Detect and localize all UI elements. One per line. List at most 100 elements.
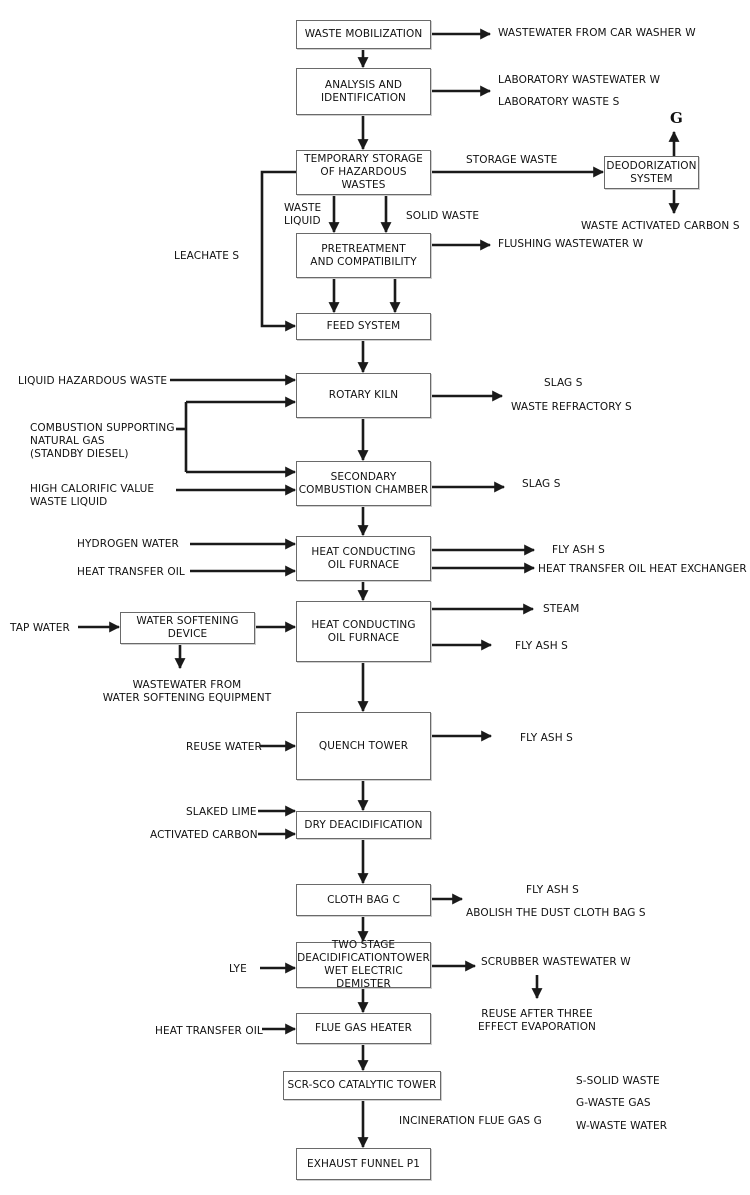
reuse-water-label-line: REUSE WATER <box>186 741 262 753</box>
g-top-label: G <box>670 111 683 126</box>
water-softening-line: WATER SOFTENING <box>136 615 239 627</box>
quench-tower-line: QUENCH TOWER <box>318 739 409 752</box>
car-washer-label: WASTEWATER FROM CAR WASHER W <box>498 27 696 40</box>
scr-sco-line: SCR-SCO CATALYTIC TOWER <box>287 1079 437 1091</box>
secondary-combustion-line: COMBUSTION CHAMBER <box>298 483 429 496</box>
fly-ash-3-label-line: FLY ASH S <box>520 732 573 744</box>
exhaust-funnel-line: EXHAUST FUNNEL P1 <box>307 1157 420 1170</box>
temp-storage-line: TEMPORARY STORAGE <box>304 153 423 165</box>
two-stage-line: DEACIDIFICATIONTOWER <box>297 952 430 964</box>
legend-s-label-line: S-SOLID WASTE <box>576 1075 660 1087</box>
analysis-line: ANALYSIS AND <box>324 78 403 91</box>
two-stage-line: WET ELECTRIC DEMISTER <box>324 965 403 990</box>
leachate-label-line: LEACHATE S <box>174 250 240 262</box>
incineration-flue-gas-label-line: INCINERATION FLUE GAS G <box>399 1115 542 1127</box>
lab-wastewater-label-line: LABORATORY WASTEWATER W <box>498 74 661 86</box>
abolish-bag-label-line: ABOLISH THE DUST CLOTH BAG S <box>466 907 646 919</box>
hydrogen-water-label-line: HYDROGEN WATER <box>77 538 179 550</box>
slag-2-label: SLAG S <box>522 478 561 491</box>
heat-transfer-oil-1-label: HEAT TRANSFER OIL <box>77 566 185 579</box>
waste-mobilization-box: WASTE MOBILIZATION <box>296 20 431 49</box>
fly-ash-1-label: FLY ASH S <box>552 544 605 557</box>
heat-furnace-1-line: OIL FURNACE <box>327 558 400 571</box>
slag-1-label-line: SLAG S <box>544 377 583 389</box>
waste-activated-carbon-label-line: WASTE ACTIVATED CARBON S <box>581 220 740 232</box>
two-stage-line: TWO STAGE <box>331 939 396 951</box>
analysis-line: IDENTIFICATION <box>320 91 407 104</box>
fly-ash-2-label-line: FLY ASH S <box>515 640 568 652</box>
cloth-bag-line: CLOTH BAG C <box>327 893 400 906</box>
lye-label-line: LYE <box>229 963 247 975</box>
fly-ash-1-label-line: FLY ASH S <box>552 544 605 556</box>
softening-wastewater-label-line: WATER SOFTENING EQUIPMENT <box>102 692 272 704</box>
heat-transfer-oil-2-label-line: HEAT TRANSFER OIL <box>155 1025 263 1037</box>
heat-transfer-oil-2-label: HEAT TRANSFER OIL <box>155 1025 263 1038</box>
legend-g-label-line: G-WASTE GAS <box>576 1097 651 1109</box>
deodorization-line: DEODORIZATION <box>606 159 697 172</box>
storage-waste-label-line: STORAGE WASTE <box>466 154 558 166</box>
softening-wastewater-label-line: WASTEWATER FROM <box>132 679 242 691</box>
slaked-lime-label: SLAKED LIME <box>186 806 257 819</box>
scrubber-wastewater-label: SCRUBBER WASTEWATER W <box>481 956 631 969</box>
tap-water-label: TAP WATER <box>10 622 70 635</box>
scr-sco-box: SCR-SCO CATALYTIC TOWER <box>283 1071 441 1100</box>
rotary-kiln-line: ROTARY KILN <box>328 389 399 401</box>
legend-w-label: W-WASTE WATER <box>576 1120 667 1133</box>
slag-1-label: SLAG S <box>544 377 583 390</box>
cloth-bag-box: CLOTH BAG C <box>296 884 431 916</box>
solid-waste-label-line: SOLID WASTE <box>406 210 480 222</box>
combustion-supporting-label-line: COMBUSTION SUPPORTING <box>30 422 175 434</box>
car-washer-label-line: WASTEWATER FROM CAR WASHER W <box>498 27 696 39</box>
waste-liquid-label-line: LIQUID <box>284 215 321 227</box>
fly-ash-4-label-line: FLY ASH S <box>526 884 579 896</box>
heat-furnace-2-line: HEAT CONDUCTING <box>311 618 416 631</box>
legend-g-label: G-WASTE GAS <box>576 1097 651 1110</box>
secondary-combustion-line: SECONDARY <box>330 470 397 483</box>
fly-ash-4-label: FLY ASH S <box>526 884 579 897</box>
abolish-bag-label: ABOLISH THE DUST CLOTH BAG S <box>466 907 646 920</box>
reuse-after-label-line: REUSE AFTER THREE <box>481 1008 593 1020</box>
liquid-hazardous-waste-label: LIQUID HAZARDOUS WASTE <box>18 375 167 388</box>
pretreatment-line: AND COMPATIBILITY <box>310 255 417 268</box>
leachate-label: LEACHATE S <box>174 250 239 263</box>
legend-s-label: S-SOLID WASTE <box>576 1075 660 1088</box>
activated-carbon-label-line: ACTIVATED CARBON <box>150 829 258 841</box>
lye-label: LYE <box>229 963 247 976</box>
temp-storage-line: OF HAZARDOUS WASTES <box>320 166 407 191</box>
deodorization-line: SYSTEM <box>630 172 673 185</box>
combustion-supporting-label-line: (STANDBY DIESEL) <box>30 448 129 460</box>
hydrogen-water-label: HYDROGEN WATER <box>77 538 179 551</box>
feed-system-box: FEED SYSTEM <box>296 313 431 340</box>
heat-furnace-1-line: HEAT CONDUCTING <box>311 545 416 558</box>
flushing-wastewater-label: FLUSHING WASTEWATER W <box>498 238 643 251</box>
lab-wastewater-label: LABORATORY WASTEWATER W <box>498 74 660 87</box>
reuse-water-label: REUSE WATER <box>186 741 262 754</box>
steam-label-line: STEAM <box>543 603 580 615</box>
storage-waste-label: STORAGE WASTE <box>466 154 557 167</box>
waste-refractory-label: WASTE REFRACTORY S <box>511 401 632 414</box>
flushing-wastewater-label-line: FLUSHING WASTEWATER W <box>498 238 644 250</box>
solid-waste-label: SOLID WASTE <box>406 210 479 223</box>
feed-system-line: FEED SYSTEM <box>326 320 401 332</box>
scrubber-wastewater-label-line: SCRUBBER WASTEWATER W <box>481 956 631 968</box>
legend-w-label-line: W-WASTE WATER <box>576 1120 668 1132</box>
steam-label: STEAM <box>543 603 579 616</box>
waste-liquid-label-line: WASTE <box>284 202 322 214</box>
activated-carbon-label: ACTIVATED CARBON <box>150 829 258 842</box>
tap-water-label-line: TAP WATER <box>10 622 70 634</box>
heat-furnace-2-line: OIL FURNACE <box>327 631 400 644</box>
fly-ash-2-label: FLY ASH S <box>515 640 568 653</box>
lab-waste-label: LABORATORY WASTE S <box>498 96 619 109</box>
